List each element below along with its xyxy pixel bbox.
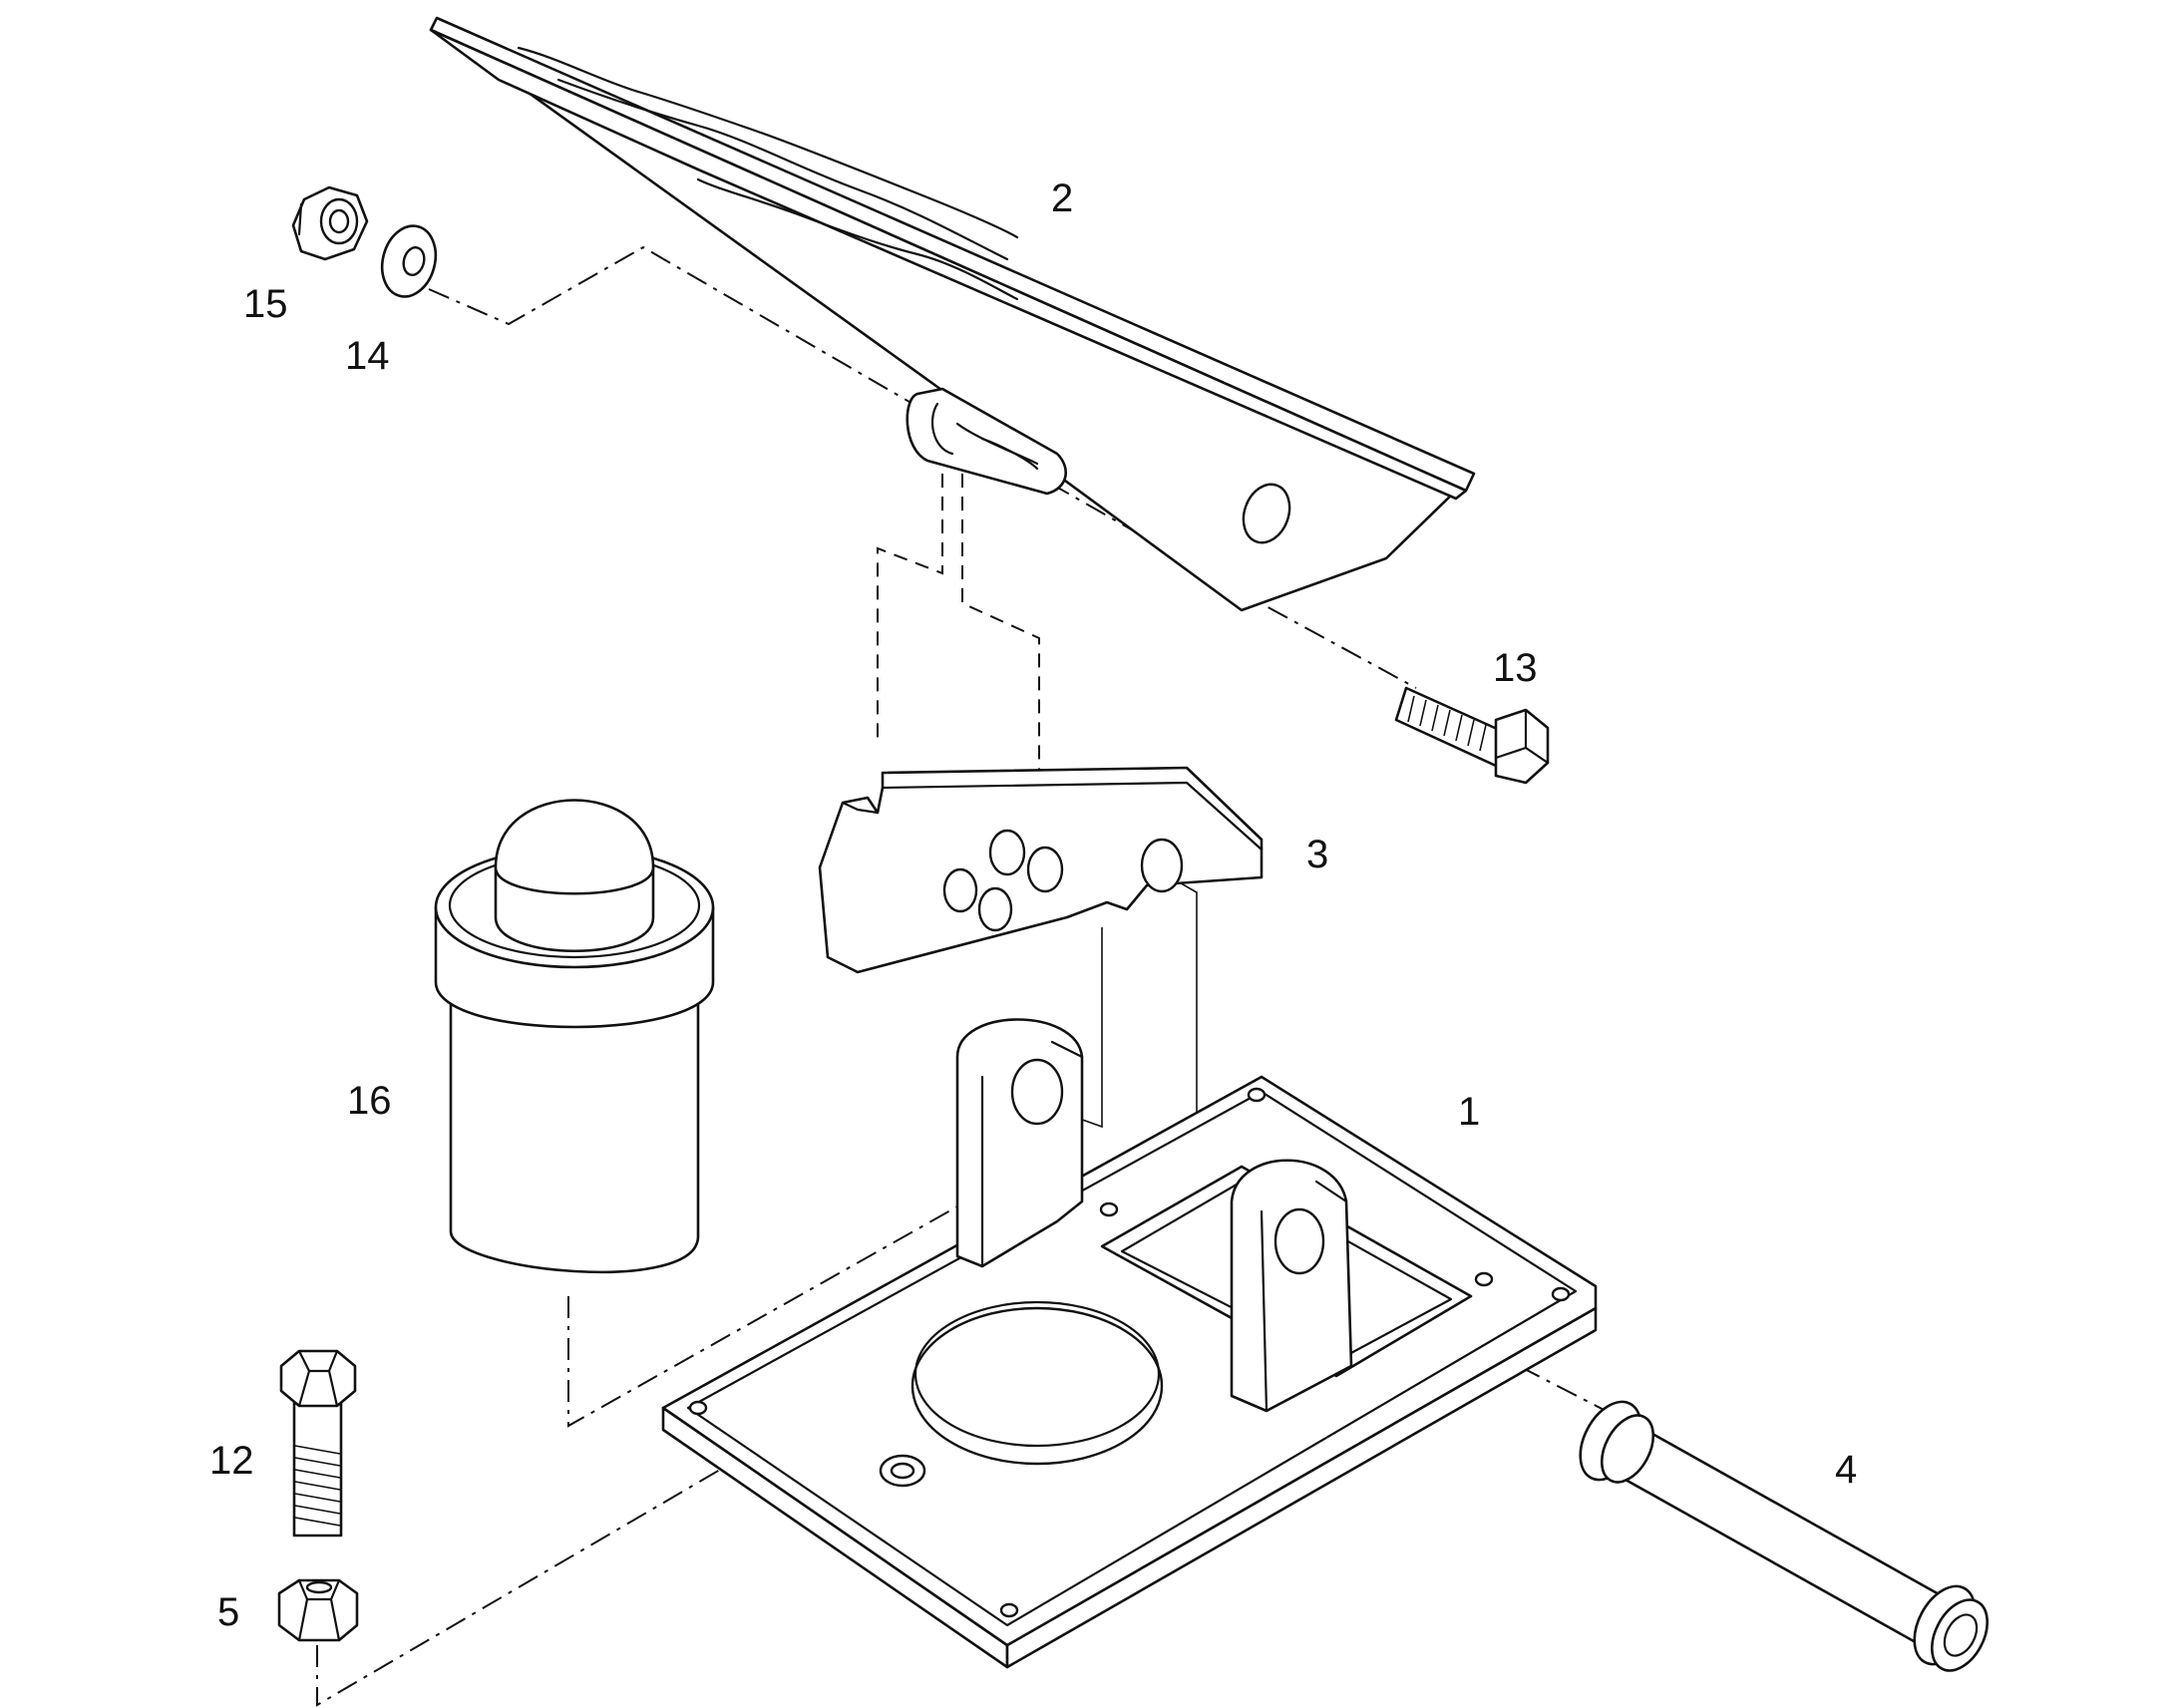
assembly-line-pedal-to-lever-right — [961, 474, 1040, 877]
nut-part-15 — [291, 185, 369, 261]
lever-part-3 — [818, 766, 1264, 974]
assembly-line-bolt-to-base — [316, 1364, 899, 1707]
callout-12: 12 — [209, 1439, 254, 1483]
assembly-line-pedal-to-lever-left — [877, 474, 943, 738]
nut-part-5 — [277, 1578, 359, 1642]
cylinder-part-16 — [434, 799, 715, 1274]
assembly-line-washer-to-pivot — [428, 245, 1417, 689]
base-bracket-part-1 — [661, 1018, 1598, 1669]
callout-15: 15 — [243, 282, 288, 326]
callout-1: 1 — [1458, 1090, 1480, 1134]
pedal-part-2 — [429, 16, 1476, 612]
callout-2: 2 — [1051, 176, 1073, 220]
bolt-part-13 — [1394, 686, 1550, 785]
callout-5: 5 — [217, 1590, 239, 1634]
bolt-part-12 — [279, 1349, 357, 1537]
callout-13: 13 — [1493, 646, 1538, 690]
callout-3: 3 — [1306, 833, 1328, 876]
washer-part-14 — [380, 224, 438, 298]
callout-labels: 2 15 14 13 3 16 1 12 4 5 — [209, 176, 1857, 1634]
pin-part-4 — [1579, 1400, 1990, 1672]
callout-4: 4 — [1835, 1448, 1857, 1492]
callout-14: 14 — [345, 334, 390, 378]
callout-16: 16 — [347, 1079, 392, 1123]
